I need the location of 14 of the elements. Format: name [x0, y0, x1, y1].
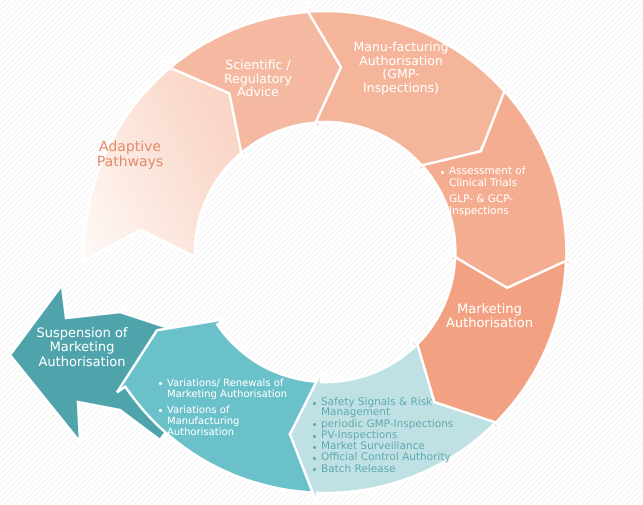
bullet-item: Assessment of Clinical Trials	[440, 166, 540, 190]
bullet-item: Variations/ Renewals of Marketing Authorisation	[158, 378, 298, 400]
segment-label: Suspension of Marketing Authorisation	[36, 327, 129, 370]
segment-label: Scientific / Regulatory Advice	[223, 58, 293, 100]
bullet-item: Batch Release	[312, 464, 487, 474]
bullet-item: Variations of Manufacturing Authorisation	[158, 404, 298, 438]
segment-label: Marketing Authorisation	[444, 302, 534, 332]
bullet-item: periodic GMP-Inspections	[312, 418, 487, 429]
segment-label: Manu-facturing Authorisation (GMP-Inspections)	[352, 40, 450, 95]
segment-label: Adaptive Pathways	[96, 140, 164, 171]
bullet-item: GLP- & GCP-Inspections	[440, 194, 540, 218]
bullet-item: Market Surveillance	[312, 441, 487, 452]
bullet-item: Official Control Authority	[312, 452, 487, 463]
bullet-item: PV-Inspections	[312, 430, 487, 440]
